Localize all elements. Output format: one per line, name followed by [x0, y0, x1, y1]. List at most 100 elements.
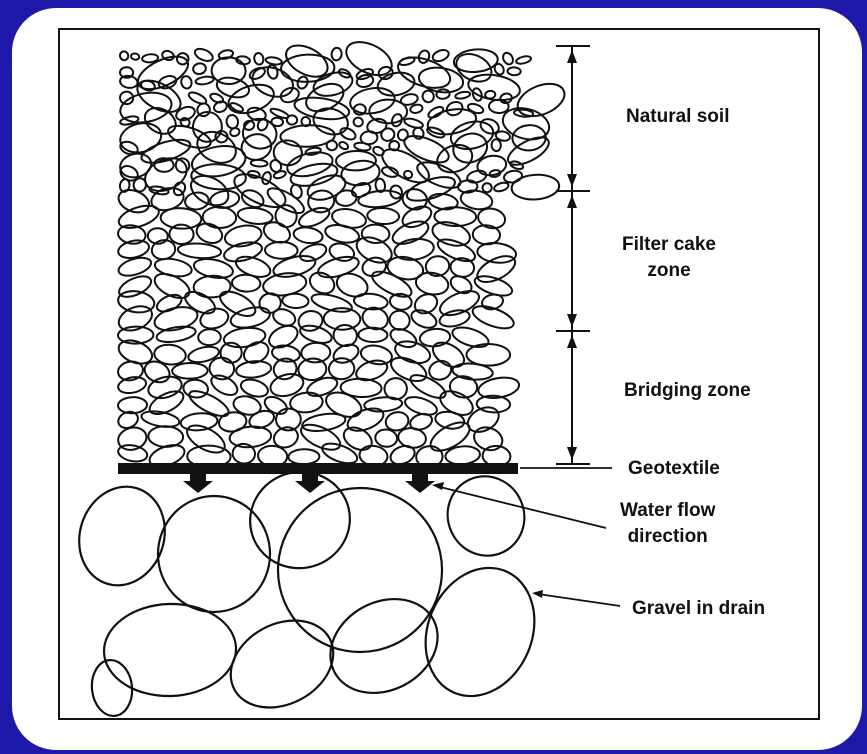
soil-particle	[155, 324, 196, 345]
soil-particle	[154, 291, 184, 314]
soil-particle	[417, 49, 431, 65]
soil-particle	[193, 46, 215, 63]
water-flow-label-line2: direction	[620, 524, 715, 550]
soil-particle	[160, 207, 202, 230]
soil-particle	[186, 386, 232, 421]
soil-particle	[467, 102, 485, 115]
gravel-stone	[102, 602, 237, 699]
soil-particle	[253, 52, 264, 65]
soil-particle	[511, 173, 560, 201]
soil-particle	[301, 411, 347, 434]
soil-particle	[431, 48, 450, 63]
soil-particle	[409, 307, 439, 331]
gravel-in-drain	[67, 460, 554, 725]
soil-particle	[455, 91, 471, 100]
soil-particle	[360, 255, 388, 279]
soil-particle	[148, 426, 183, 448]
soil-particle	[397, 129, 409, 142]
soil-particle	[298, 241, 329, 264]
gravel-stone	[406, 551, 553, 713]
soil-particle	[265, 56, 282, 65]
soil-particle	[180, 412, 218, 432]
soil-particle	[390, 113, 403, 128]
soil-particle	[467, 344, 511, 366]
soil-particle	[324, 222, 361, 245]
filter-cake-label-line2: zone	[622, 258, 716, 284]
soil-particle	[466, 169, 488, 185]
geotextile-layer	[118, 463, 518, 474]
soil-particle	[151, 269, 193, 303]
soil-particle	[501, 51, 515, 66]
soil-particle	[287, 115, 298, 125]
bridging-zone-label: Bridging zone	[624, 378, 751, 404]
soil-particle	[338, 141, 349, 151]
geotextile-label: Geotextile	[628, 456, 720, 482]
soil-particle	[232, 274, 261, 292]
soil-particle	[265, 242, 298, 259]
soil-particle	[485, 90, 496, 98]
soil-particle	[515, 55, 531, 65]
water-flow-direction-label: Water flow direction	[620, 498, 715, 550]
soil-particle	[174, 104, 196, 122]
soil-particle	[507, 67, 520, 75]
soil-particle	[503, 169, 523, 184]
soil-particle	[198, 306, 230, 332]
water-flow-arrows	[183, 474, 435, 493]
soil-particle	[193, 275, 231, 299]
soil-particle	[493, 181, 509, 193]
soil-particle	[361, 224, 389, 243]
soil-particle	[329, 358, 355, 380]
soil-particle	[388, 325, 419, 350]
soil-particle	[367, 207, 400, 225]
soil-particle	[184, 191, 210, 211]
soil-particle	[271, 306, 298, 328]
soil-particle	[225, 79, 278, 118]
gravel-stone	[435, 464, 537, 568]
soil-particle	[202, 206, 236, 228]
soil-particle	[251, 159, 268, 166]
gravel-in-drain-label: Gravel in drain	[632, 596, 765, 622]
soil-particle	[310, 104, 351, 138]
soil-particle	[364, 396, 403, 413]
soil-particle	[306, 269, 338, 298]
soil-particle	[381, 165, 399, 178]
soil-particle	[223, 325, 267, 349]
soil-particle	[187, 344, 221, 365]
soil-particle	[491, 139, 501, 151]
soil-particle	[177, 242, 221, 259]
gravel-stone	[89, 658, 135, 718]
soil-particle	[335, 189, 358, 207]
soil-particle	[356, 73, 375, 88]
natural-soil-label: Natural soil	[626, 104, 729, 130]
soil-particle	[169, 224, 194, 245]
soil-particle	[180, 75, 193, 89]
soil-particle	[192, 62, 207, 75]
soil-particle	[152, 303, 200, 334]
leader-lines	[432, 468, 620, 606]
soil-particle	[195, 76, 214, 86]
down-arrow-icon	[405, 474, 435, 493]
soil-particle	[218, 410, 248, 433]
soil-particle	[225, 114, 239, 129]
soil-particle	[489, 99, 509, 113]
soil-particle	[305, 374, 340, 399]
soil-particle	[119, 75, 138, 89]
soil-particle	[436, 89, 450, 100]
soil-particle	[438, 308, 471, 329]
soil-particle	[392, 337, 432, 366]
soil-particle	[282, 293, 309, 309]
soil-particle	[331, 47, 342, 61]
soil-particles	[115, 35, 569, 470]
soil-particle	[476, 241, 517, 264]
gravel-stone	[157, 495, 271, 613]
soil-particle	[470, 302, 517, 333]
soil-particle	[331, 341, 361, 366]
water-flow-label-line1: Water flow	[620, 498, 715, 524]
zone-dimension-arrows	[556, 46, 590, 464]
soil-particle	[119, 51, 129, 62]
soil-particle	[288, 449, 319, 465]
soil-particle	[130, 53, 139, 61]
soil-particle	[117, 443, 149, 464]
soil-particle	[183, 379, 209, 399]
